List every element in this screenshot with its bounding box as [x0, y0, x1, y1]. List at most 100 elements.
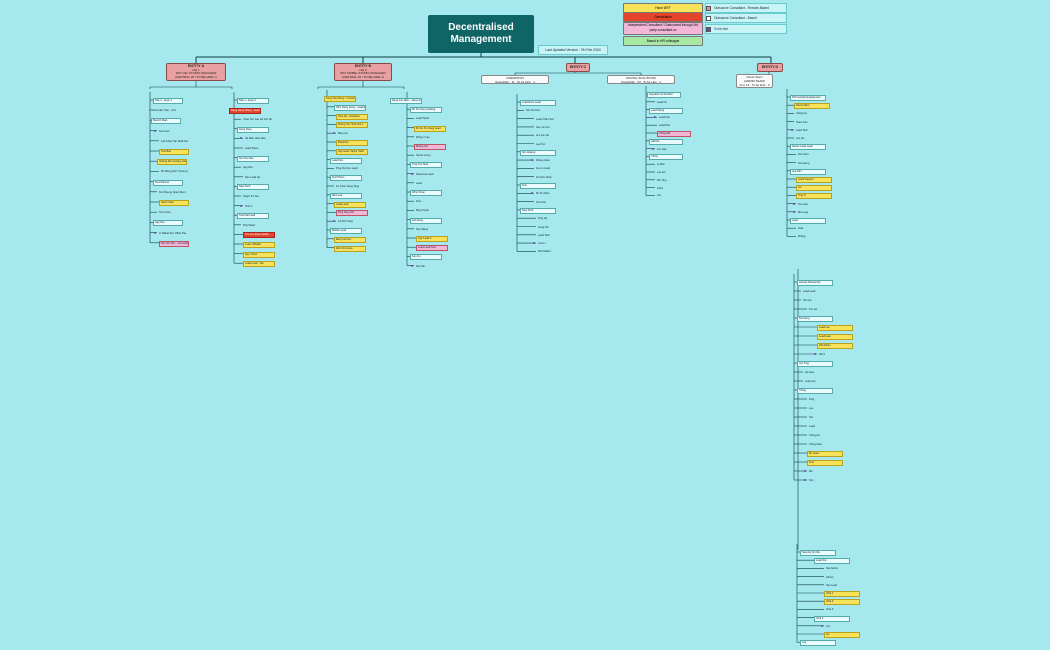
tree-node-a[interactable]: Show Fab: Tele , Unit [151, 109, 176, 113]
tree-node-c2[interactable]: Jun [657, 194, 662, 198]
tree-node-c[interactable]: Hung Ten [538, 225, 550, 229]
tree-node-b2[interactable]: Ken Sin [416, 264, 426, 268]
tree-node-d2[interactable]: Lee [809, 407, 814, 410]
tree-node-a[interactable]: Ka Cheung Spec (Dev lead) [159, 190, 186, 194]
tree-node-d[interactable]: Lead Tech [796, 128, 808, 132]
tree-node-a2[interactable]: Stayin Ko Tee [243, 195, 259, 198]
tree-node-a2[interactable]: Hong Tang [237, 126, 269, 133]
tree-node-d[interactable]: Ting Yi [796, 193, 832, 200]
tree-node-b[interactable]: Kung Pao Deng - Consultant [324, 96, 356, 102]
tree-node-a2[interactable]: Arj Bain Hwa Hee [245, 137, 266, 141]
tree-node-d2[interactable]: Ching Hwa [809, 443, 822, 446]
tree-node-d[interactable]: Ma Long [798, 210, 809, 214]
tree-node-b[interactable]: Ch Sim Tang [338, 220, 353, 224]
tree-node-c[interactable]: Lead Exec Lead [520, 100, 556, 106]
tree-node-b2[interactable]: Ken Wang [416, 227, 429, 231]
entity-d[interactable]: ENTITY D [757, 63, 783, 72]
tree-node-c[interactable]: New Tech [520, 207, 556, 214]
tree-node-b[interactable]: Zhang Sim Tech Sol 1 [336, 122, 368, 129]
tree-node-c2[interactable]: Wu Ting [657, 178, 667, 182]
tree-node-b2[interactable]: Keeta Ho Lead [416, 172, 434, 176]
tree-node-b[interactable]: Mary Ho [338, 132, 348, 136]
tree-node-d2[interactable]: Lead [809, 425, 815, 428]
tree-node-c[interactable]: Tan Kin Pan [526, 109, 540, 113]
tree-node-c[interactable]: Hon Jun Ho [536, 125, 550, 129]
tree-node-d3[interactable]: Infra 3 [826, 608, 834, 612]
tree-node-d2[interactable]: HR 2 [819, 353, 825, 356]
tree-node-a2[interactable]: Chan Ten Lau Ho Jun Wong [243, 118, 273, 122]
tree-node-a[interactable]: Test Bed [159, 149, 189, 155]
tree-node-b[interactable]: Wen Lee [330, 192, 362, 199]
tree-node-c2[interactable]: Lim Han [657, 147, 667, 151]
tree-node-d2[interactable]: Lead Lee [817, 325, 853, 331]
tree-node-d2[interactable]: Lead Hwa [817, 334, 853, 340]
tree-node-b[interactable]: Mobile Lead [330, 228, 362, 234]
tree-node-c2[interactable]: Lee Ho [657, 171, 666, 174]
tree-node-b2[interactable]: Deng Jun Wen - Java Lead [390, 98, 422, 104]
tree-node-d[interactable]: Lee Pan [790, 168, 826, 175]
tree-node-a2[interactable]: Tim sos Ryan (Hold) [243, 232, 275, 239]
tree-node-c2[interactable]: Lead Pan [659, 124, 671, 128]
tree-node-c[interactable]: Kin Dev Chen [536, 175, 553, 179]
tree-node-b2[interactable]: Ming Kwok [416, 209, 429, 213]
tree-node-b2[interactable]: Ken Ko [410, 254, 442, 261]
tree-node-a2[interactable]: App Dev [243, 166, 253, 170]
tree-node-b2[interactable]: Lead Tester [416, 117, 430, 121]
tree-node-c[interactable]: Ho Lin Lead [536, 167, 550, 171]
tree-node-b[interactable]: Ranjit Ho [336, 140, 368, 146]
tree-node-a[interactable]: Hwang Ren Hwang (Hatcher) [157, 159, 187, 166]
tree-node-d2[interactable]: Test [807, 460, 843, 466]
tree-node-d2[interactable]: Lead Lead [803, 290, 816, 293]
tree-node-a2[interactable]: Dev Lead Ho [245, 175, 261, 179]
tree-node-b[interactable]: Lead Lead [334, 201, 366, 208]
tree-node-d[interactable]: Lead Support [796, 177, 832, 183]
tree-node-d2[interactable]: HR Admin [817, 343, 853, 349]
tree-node-b2[interactable]: Winn Chan [410, 190, 442, 196]
tree-node-b2[interactable]: Wing Li Lau [416, 135, 430, 139]
tree-node-d3[interactable]: Lead Sim [814, 558, 850, 565]
tree-node-c[interactable]: Ken Pan [536, 200, 546, 204]
tree-node-a[interactable]: Test Gen [159, 129, 170, 133]
tree-node-a2[interactable]: Lead: Alibaba [243, 242, 275, 248]
tree-node-d[interactable]: Lead [790, 218, 826, 224]
tree-node-c2[interactable]: Lead Ch [657, 100, 667, 104]
tree-node-b2[interactable]: App Lead 3 [416, 236, 448, 242]
tree-node-c[interactable]: Kho Mabel [538, 250, 551, 254]
tree-node-b2[interactable]: Test ... [416, 200, 424, 204]
tree-node-a2[interactable]: New Tech [237, 184, 269, 191]
tree-node-a[interactable]: App Dev [153, 220, 183, 227]
tree-node-a2[interactable]: Site 1 - Apps 2 [237, 98, 269, 104]
tree-node-a2[interactable]: Sim Tan Dev [237, 155, 269, 162]
tree-node-d2[interactable]: Jun Ting [797, 361, 833, 367]
tree-node-a2[interactable]: Proj Tester [243, 223, 256, 227]
tree-node-b2[interactable]: Ting Fan Shar [410, 162, 442, 169]
tree-node-c2[interactable]: Chow [649, 154, 683, 161]
tree-node-a2[interactable]: Lead Tester [245, 147, 259, 150]
tree-node-d2[interactable]: Ma [809, 470, 813, 473]
tree-node-d2[interactable]: Ho Hua [805, 371, 814, 374]
tree-node-c2[interactable]: Ching Ma [657, 131, 691, 137]
tree-node-c2[interactable]: Chen [657, 186, 664, 190]
tree-node-a[interactable]: Rav Sin Dev - Consultant [159, 240, 189, 247]
tree-node-b2[interactable]: Lead Lead Test [416, 245, 448, 252]
tree-node-a2[interactable]: Deng Heng Wang - Lead [229, 107, 261, 114]
tree-node-b[interactable]: Shin Deng Kung - Lead Engineer [334, 104, 366, 111]
tree-node-d3[interactable]: Lee [800, 640, 836, 647]
tree-node-c[interactable]: Lead Tech [538, 233, 550, 237]
tree-node-d3[interactable]: Infra 1 [824, 591, 860, 597]
tree-node-c2[interactable]: Operation & Solution [647, 92, 681, 98]
tree-node-b2[interactable]: Mr Ko Xin Kang Lead [414, 125, 446, 132]
tree-node-b[interactable]: Ping Xie Dev Lead [336, 167, 358, 171]
tree-node-c[interactable]: Mr Kin Wen [536, 192, 550, 196]
tree-node-a[interactable]: Heat Coker [159, 200, 189, 206]
tree-node-c[interactable]: Sim Hwang [520, 149, 556, 156]
tree-node-b[interactable]: Wen Sim Hwa [334, 245, 366, 252]
tree-node-d3[interactable]: Net Admin [826, 567, 838, 571]
tree-node-c[interactable]: Lead Chan Sim [536, 117, 554, 121]
tree-node-c2[interactable]: Hall Ho [649, 138, 683, 145]
tree-node-d3[interactable]: Ho [824, 632, 860, 638]
tree-node-d[interactable]: Team Ken [796, 120, 808, 124]
tree-node-d2[interactable]: Tan [809, 416, 814, 419]
